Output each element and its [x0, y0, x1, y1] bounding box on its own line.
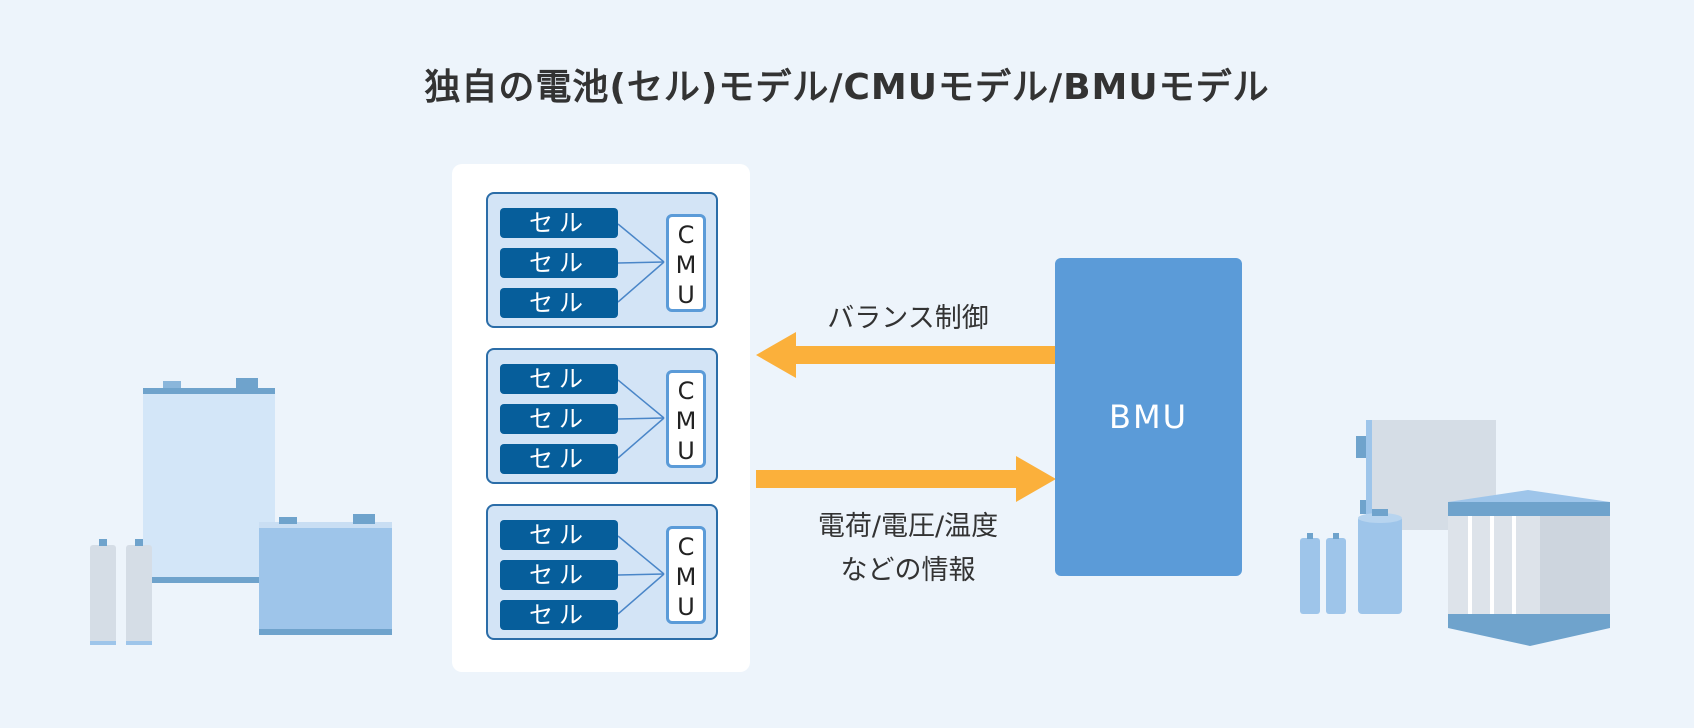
battery-module-1: セル セル セル CMU: [486, 192, 718, 328]
cell-label: セル: [500, 404, 618, 434]
battery-module-2: セル セル セル CMU: [486, 348, 718, 484]
battery-module-3: セル セル セル CMU: [486, 504, 718, 640]
info-label-line1: 電荷/電圧/温度: [817, 511, 999, 542]
cell-label: セル: [500, 600, 618, 630]
bmu-box: BMU: [1055, 258, 1242, 576]
module-panel: セル セル セル CMU セル セル セル CMU セル セル セル CMU: [452, 164, 750, 672]
cell-label: セル: [500, 248, 618, 278]
cell-label: セル: [500, 208, 618, 238]
cmu-box: CMU: [666, 214, 706, 312]
connector-lines: [617, 223, 665, 303]
cell-label: セル: [500, 444, 618, 474]
cell-label: セル: [500, 364, 618, 394]
info-label-line2: などの情報: [840, 555, 976, 586]
cmu-box: CMU: [666, 370, 706, 468]
balance-control-label: バランス制御: [827, 303, 989, 334]
connector-lines: [617, 379, 665, 459]
arrow-left: [756, 332, 1055, 378]
cmu-box: CMU: [666, 526, 706, 624]
cell-label: セル: [500, 288, 618, 318]
arrow-right: [756, 456, 1056, 502]
diagram-title: 独自の電池(セル)モデル/CMUモデル/BMUモデル: [424, 67, 1270, 108]
cell-label: セル: [500, 520, 618, 550]
connector-lines: [617, 535, 665, 615]
cell-label: セル: [500, 560, 618, 590]
